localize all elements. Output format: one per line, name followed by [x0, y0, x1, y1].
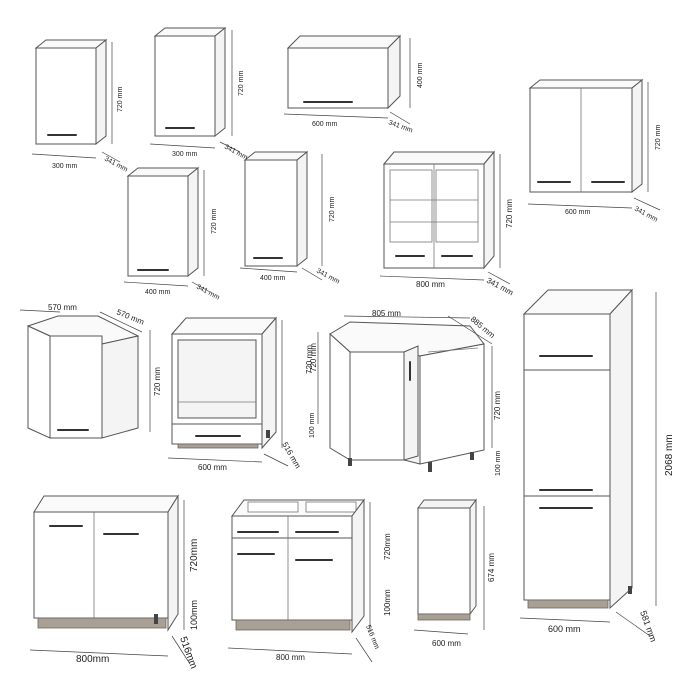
- dim-height-720-j1: 720 mm: [305, 345, 314, 374]
- dim-width-800-l: 800mm: [76, 654, 109, 665]
- dim-depth-341-f: 341 mm: [315, 268, 341, 286]
- dim-height-720-b: 720 mm: [238, 71, 245, 96]
- dim-height-720-d: 720 mm: [655, 125, 662, 150]
- dishwasher-front-panel-600: [413, 498, 485, 635]
- dim-width-300-a: 300 mm: [52, 163, 77, 170]
- dim-height-720-h: 720 mm: [153, 367, 162, 396]
- dim-height-100-j: 100 mm: [495, 451, 502, 476]
- dim-height-720-f: 720 mm: [329, 197, 336, 222]
- dim-width-800-m: 800 mm: [276, 653, 305, 662]
- wall-cabinet-400-e: [123, 166, 211, 293]
- dim-width-400-e: 400 mm: [145, 289, 170, 296]
- dim-width-805-j: 805 mm: [372, 309, 401, 318]
- dim-depth-516-i: 516 mm: [280, 441, 302, 471]
- dim-depth-341-a: 341 mm: [103, 156, 129, 174]
- dim-height-100-l: 100mm: [189, 600, 199, 630]
- sink-base-cabinet-800: [29, 494, 191, 665]
- dim-width-600-n: 600 mm: [432, 639, 461, 648]
- dim-width-300-b: 300 mm: [172, 151, 197, 158]
- wall-cabinet-300-a: [31, 38, 121, 163]
- dim-height-400-c: 400 mm: [417, 63, 424, 88]
- drawer-base-cabinet-800: [227, 498, 373, 663]
- dim-width-400-f: 400 mm: [260, 275, 285, 282]
- dim-height-674-n: 674 mm: [487, 553, 496, 582]
- dim-width-600-d: 600 mm: [565, 209, 590, 216]
- dim-width-600-k: 600 mm: [548, 624, 581, 634]
- dim-depth-516-l: 516mm: [177, 635, 199, 670]
- dim-width-600-i: 600 mm: [198, 463, 227, 472]
- tall-cabinet-600: [519, 288, 657, 637]
- dim-height-100-i: 100 mm: [309, 413, 316, 438]
- dim-width-570-h1: 570 mm: [48, 303, 77, 312]
- dim-depth-341-d: 341 mm: [633, 206, 659, 224]
- dim-height-720-j2: 720 mm: [493, 391, 502, 420]
- wall-cabinet-600-double: [527, 78, 661, 211]
- dim-depth-516-m: 516 mm: [364, 624, 380, 650]
- dim-depth-581-k: 581 mm: [638, 609, 659, 643]
- dim-depth-341-g: 341 mm: [485, 276, 515, 298]
- dim-depth-341-e: 341 mm: [195, 284, 221, 302]
- corner-base-cabinet-805: [317, 315, 493, 472]
- corner-wall-cabinet-570: [19, 309, 151, 439]
- wall-cabinet-300-b: [149, 26, 241, 153]
- dim-height-720-i: 720 mm: [309, 343, 318, 372]
- dim-height-100-m: 100mm: [383, 589, 392, 616]
- wall-cabinet-400-f: [239, 150, 323, 281]
- dim-depth-341-c: 341 mm: [387, 119, 413, 134]
- dim-width-600-c: 600 mm: [312, 121, 337, 128]
- dim-width-800-g: 800 mm: [416, 280, 445, 289]
- wall-cabinet-600-flap: [283, 34, 411, 125]
- wall-cabinet-800-glass: [379, 150, 511, 285]
- dim-height-720-g: 720 mm: [505, 199, 514, 228]
- dim-height-2068-k: 2068 mm: [664, 434, 675, 476]
- dim-height-720-m: 720mm: [383, 533, 392, 560]
- dim-height-720-l: 720mm: [189, 539, 200, 572]
- dim-depth-341-b: 341 mm: [223, 144, 249, 162]
- dim-width-570-h2: 570 mm: [115, 308, 145, 327]
- dim-height-720-a: 720 mm: [117, 87, 124, 112]
- oven-base-cabinet-600: [167, 316, 289, 467]
- dim-height-720-e: 720 mm: [211, 209, 218, 234]
